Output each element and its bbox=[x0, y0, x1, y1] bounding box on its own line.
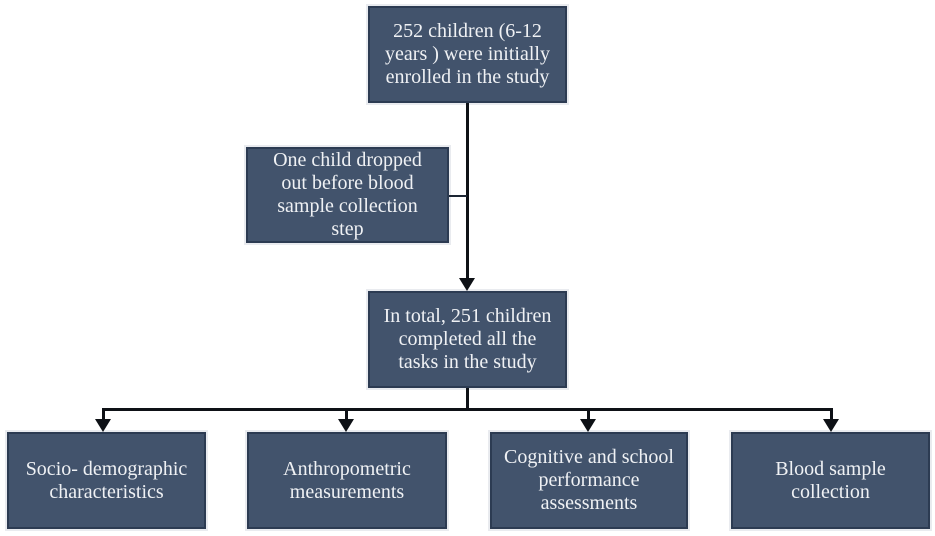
connector-horizontal-bus bbox=[102, 408, 833, 411]
node-blood-sample-label: Blood sample collection bbox=[775, 457, 886, 503]
node-completed-label: In total, 251 children completed all the… bbox=[383, 305, 552, 373]
node-completed: In total, 251 children completed all the… bbox=[368, 291, 567, 388]
connector-enrolled-to-completed bbox=[466, 103, 469, 280]
node-enrolled-label: 252 children (6-12 years ) were initiall… bbox=[385, 20, 550, 88]
connector-dropout-branch bbox=[449, 195, 467, 197]
connector-completed-stub bbox=[466, 388, 469, 410]
connector-branch-socio bbox=[102, 408, 105, 421]
node-socio-demographic-label: Socio- demographic characteristics bbox=[25, 457, 188, 503]
connector-branch-cognitive bbox=[587, 408, 590, 421]
node-socio-demographic: Socio- demographic characteristics bbox=[7, 432, 206, 529]
node-cognitive-assessments-label: Cognitive and school performance assessm… bbox=[504, 446, 674, 514]
connector-branch-blood bbox=[830, 408, 833, 421]
node-dropout-label: One child dropped out before blood sampl… bbox=[273, 149, 422, 240]
arrowhead-completed bbox=[459, 278, 475, 291]
connector-branch-anthropometric bbox=[345, 408, 348, 421]
arrowhead-socio bbox=[95, 419, 111, 432]
arrowhead-blood bbox=[823, 419, 839, 432]
node-dropout: One child dropped out before blood sampl… bbox=[246, 147, 449, 243]
node-anthropometric: Anthropometric measurements bbox=[247, 432, 447, 529]
node-cognitive-assessments: Cognitive and school performance assessm… bbox=[490, 432, 688, 529]
arrowhead-anthropometric bbox=[338, 419, 354, 432]
node-enrolled: 252 children (6-12 years ) were initiall… bbox=[368, 6, 567, 103]
node-blood-sample: Blood sample collection bbox=[731, 432, 930, 529]
node-anthropometric-label: Anthropometric measurements bbox=[283, 457, 411, 503]
arrowhead-cognitive bbox=[580, 419, 596, 432]
